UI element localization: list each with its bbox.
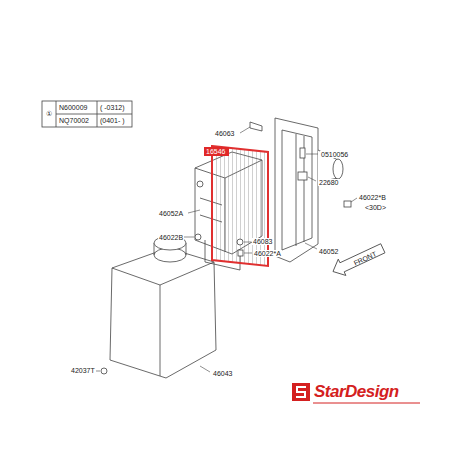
callout-number: 46052 (318, 248, 339, 255)
clip-46063 (250, 122, 262, 131)
clamp (344, 201, 351, 207)
callout-note: <30D> (364, 204, 387, 211)
callout-number: 46083 (252, 238, 273, 245)
callout-number: 0510056 (320, 151, 349, 158)
clip-42037T (101, 368, 107, 374)
grommet (197, 181, 203, 187)
sensor (298, 172, 307, 180)
date-range: ( -0312) (99, 104, 126, 111)
bolt (300, 148, 305, 158)
logo-underline (313, 403, 420, 404)
callout-number: 16546 (206, 148, 227, 155)
callout-number: 46022*B (358, 194, 387, 201)
callout-highlight: 16546 (204, 147, 229, 156)
callout-number: 46043 (212, 370, 233, 377)
part-number: NQ70002 (58, 117, 90, 124)
callout-number: 22680 (318, 179, 339, 186)
callout-number: 46063 (214, 130, 235, 137)
callout-number: 46052A (158, 210, 184, 217)
logo-icon (296, 387, 306, 397)
air-filter (212, 146, 268, 266)
table-symbol: ① (45, 110, 53, 117)
leader-lines (95, 127, 357, 372)
front-arrow (329, 240, 386, 280)
callout-number: 42037T (70, 367, 96, 374)
table-frame (42, 101, 132, 127)
screw (238, 250, 243, 256)
logo-text: StarDesign (313, 383, 400, 400)
upper-air-cover (275, 118, 343, 262)
part-number: N600009 (58, 104, 88, 111)
grommet (237, 239, 243, 245)
date-range: (0401- ) (99, 117, 126, 124)
screw (195, 234, 201, 240)
resonator (110, 236, 216, 378)
logo-icon (292, 383, 310, 401)
callout-number: 46022B (158, 234, 184, 241)
callout-number: 46022*A (253, 250, 282, 257)
